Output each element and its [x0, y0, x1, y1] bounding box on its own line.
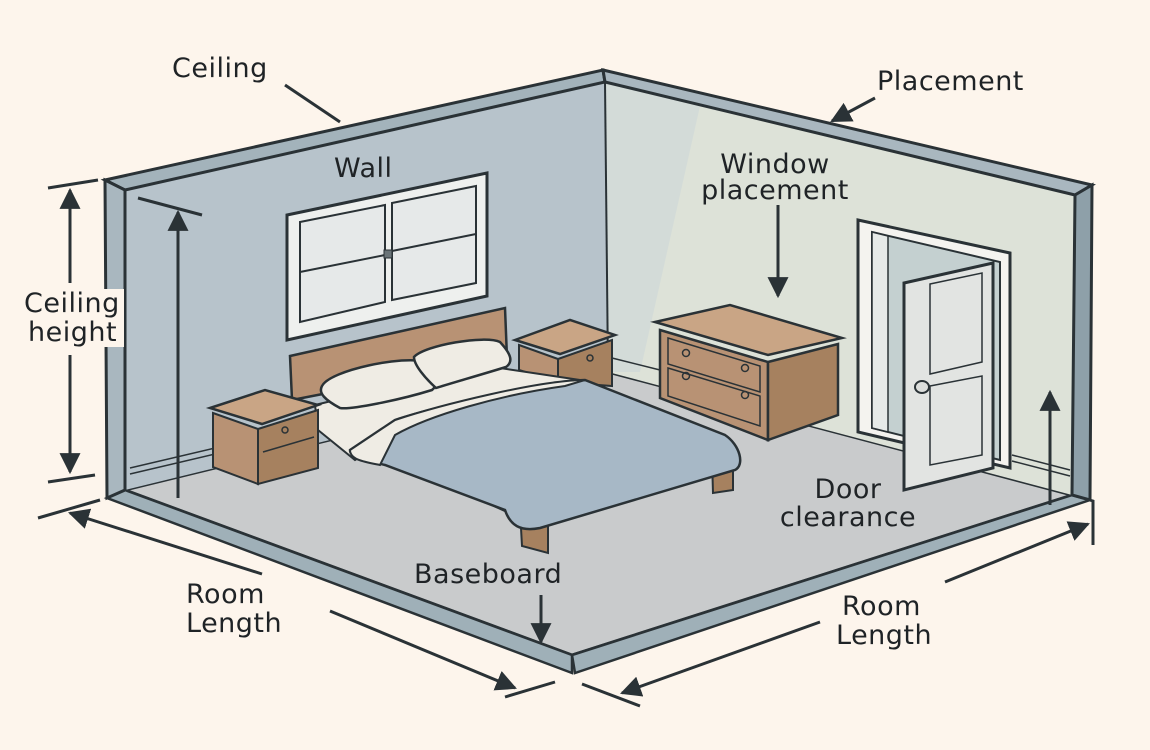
- bed: [288, 306, 742, 555]
- window-placement-line1: Window: [720, 149, 830, 180]
- room-length-left-line2: Length: [186, 608, 283, 639]
- annotation-lines: [37, 83, 1095, 708]
- window: [285, 171, 489, 342]
- room-length-right-line2: Length: [836, 620, 933, 651]
- door: [856, 218, 1012, 492]
- dresser: [650, 303, 847, 442]
- ceiling-height-line1: Ceiling: [24, 288, 120, 319]
- door-clearance-line1: Door: [814, 474, 882, 505]
- room-length-left-label: Room Length: [186, 580, 282, 638]
- nightstand-left: [205, 388, 323, 486]
- room-length-right-line1: Room: [842, 591, 921, 622]
- ceiling-label: Ceiling: [172, 53, 268, 84]
- baseboard-label: Baseboard: [414, 559, 563, 590]
- room-length-right-label: Room Length: [836, 592, 932, 650]
- window-placement-line2: placement: [701, 175, 849, 206]
- room-length-left-line1: Room: [186, 579, 265, 610]
- placement-label: Placement: [877, 66, 1024, 97]
- ceiling-height-line2: height: [28, 317, 118, 348]
- door-clearance-line2: clearance: [779, 502, 917, 533]
- door-clearance-label: Door clearance: [748, 475, 948, 532]
- window-placement-label: Window placement: [680, 150, 870, 205]
- ceiling-height-label: Ceiling height: [20, 289, 124, 347]
- wall-label: Wall: [334, 153, 393, 184]
